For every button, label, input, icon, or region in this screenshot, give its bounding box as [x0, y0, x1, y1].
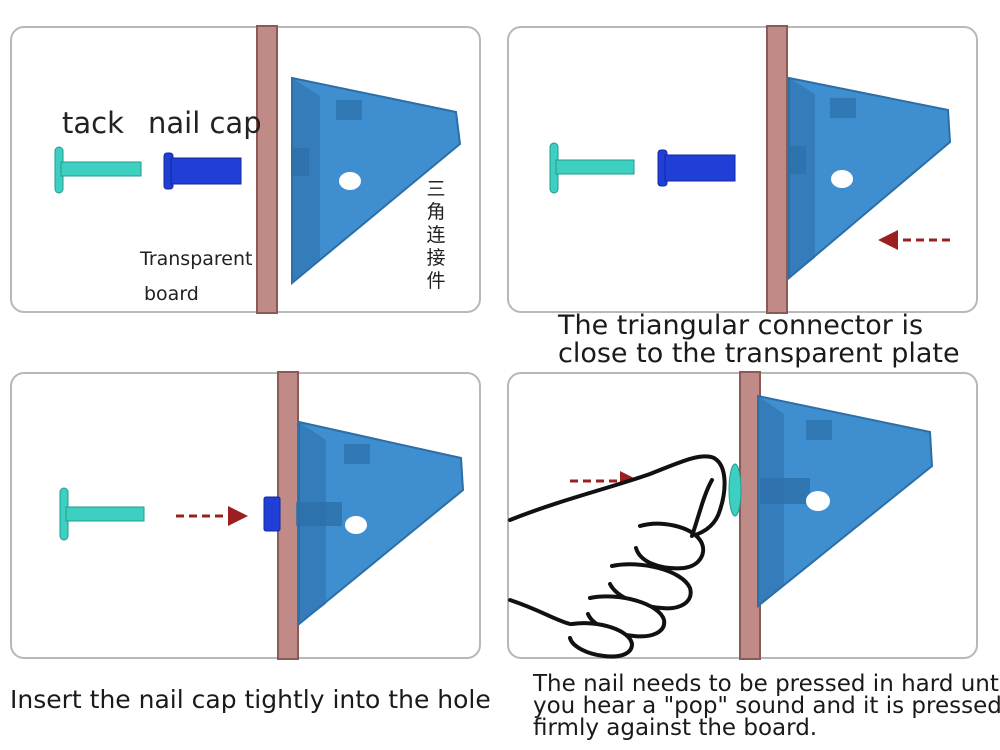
- arrow-right-icon: [176, 506, 248, 526]
- tack-icon: [59, 487, 145, 541]
- step-3-art: [59, 371, 465, 660]
- nail-cap-icon: [263, 496, 342, 532]
- board-label-line-1: Transparent: [140, 248, 253, 270]
- step-3-caption: Insert the nail cap tightly into the hol…: [10, 685, 491, 714]
- connector-label-char: 件: [426, 270, 446, 292]
- caption-line: The triangular connector is: [558, 310, 924, 341]
- tack-icon: [54, 146, 142, 194]
- transparent-board: [766, 25, 788, 314]
- tack-head-icon: [728, 463, 742, 517]
- step-2-art: [549, 25, 952, 314]
- step-2-caption: The triangular connector is close to the…: [558, 312, 960, 368]
- tack-label: tack: [62, 106, 124, 140]
- arrow-left-icon: [878, 230, 950, 250]
- caption-line: firmly against the board.: [533, 715, 818, 741]
- connector-label-char: 三: [426, 178, 446, 200]
- step-4-art: [508, 371, 934, 660]
- connector-label-vertical: 三 角 连 接 件: [424, 178, 448, 293]
- board-label-line-2: board: [144, 283, 199, 305]
- nail-cap-icon: [163, 152, 242, 190]
- tack-icon: [549, 142, 635, 194]
- connector-label-char: 角: [426, 201, 446, 223]
- caption-line: close to the transparent plate: [558, 338, 960, 369]
- caption-line: The nail needs to be pressed in hard unt…: [533, 671, 1000, 697]
- connector-hole: [339, 172, 361, 190]
- connector-label-char: 连: [426, 224, 446, 246]
- nail-cap-icon: [657, 149, 736, 187]
- transparent-board: [256, 25, 278, 314]
- hand-icon: [508, 454, 727, 659]
- connector-hole: [806, 491, 830, 511]
- connector-label-char: 接: [426, 247, 446, 269]
- step-1-art: [54, 25, 462, 314]
- nail-cap-label: nail cap: [148, 106, 262, 140]
- step-4-caption: The nail needs to be pressed in hard unt…: [533, 671, 1000, 741]
- caption-line: you hear a "pop" sound and it is pressed: [533, 693, 1000, 719]
- transparent-board: [277, 371, 299, 660]
- connector-hole: [831, 170, 853, 188]
- connector-hole: [345, 516, 367, 534]
